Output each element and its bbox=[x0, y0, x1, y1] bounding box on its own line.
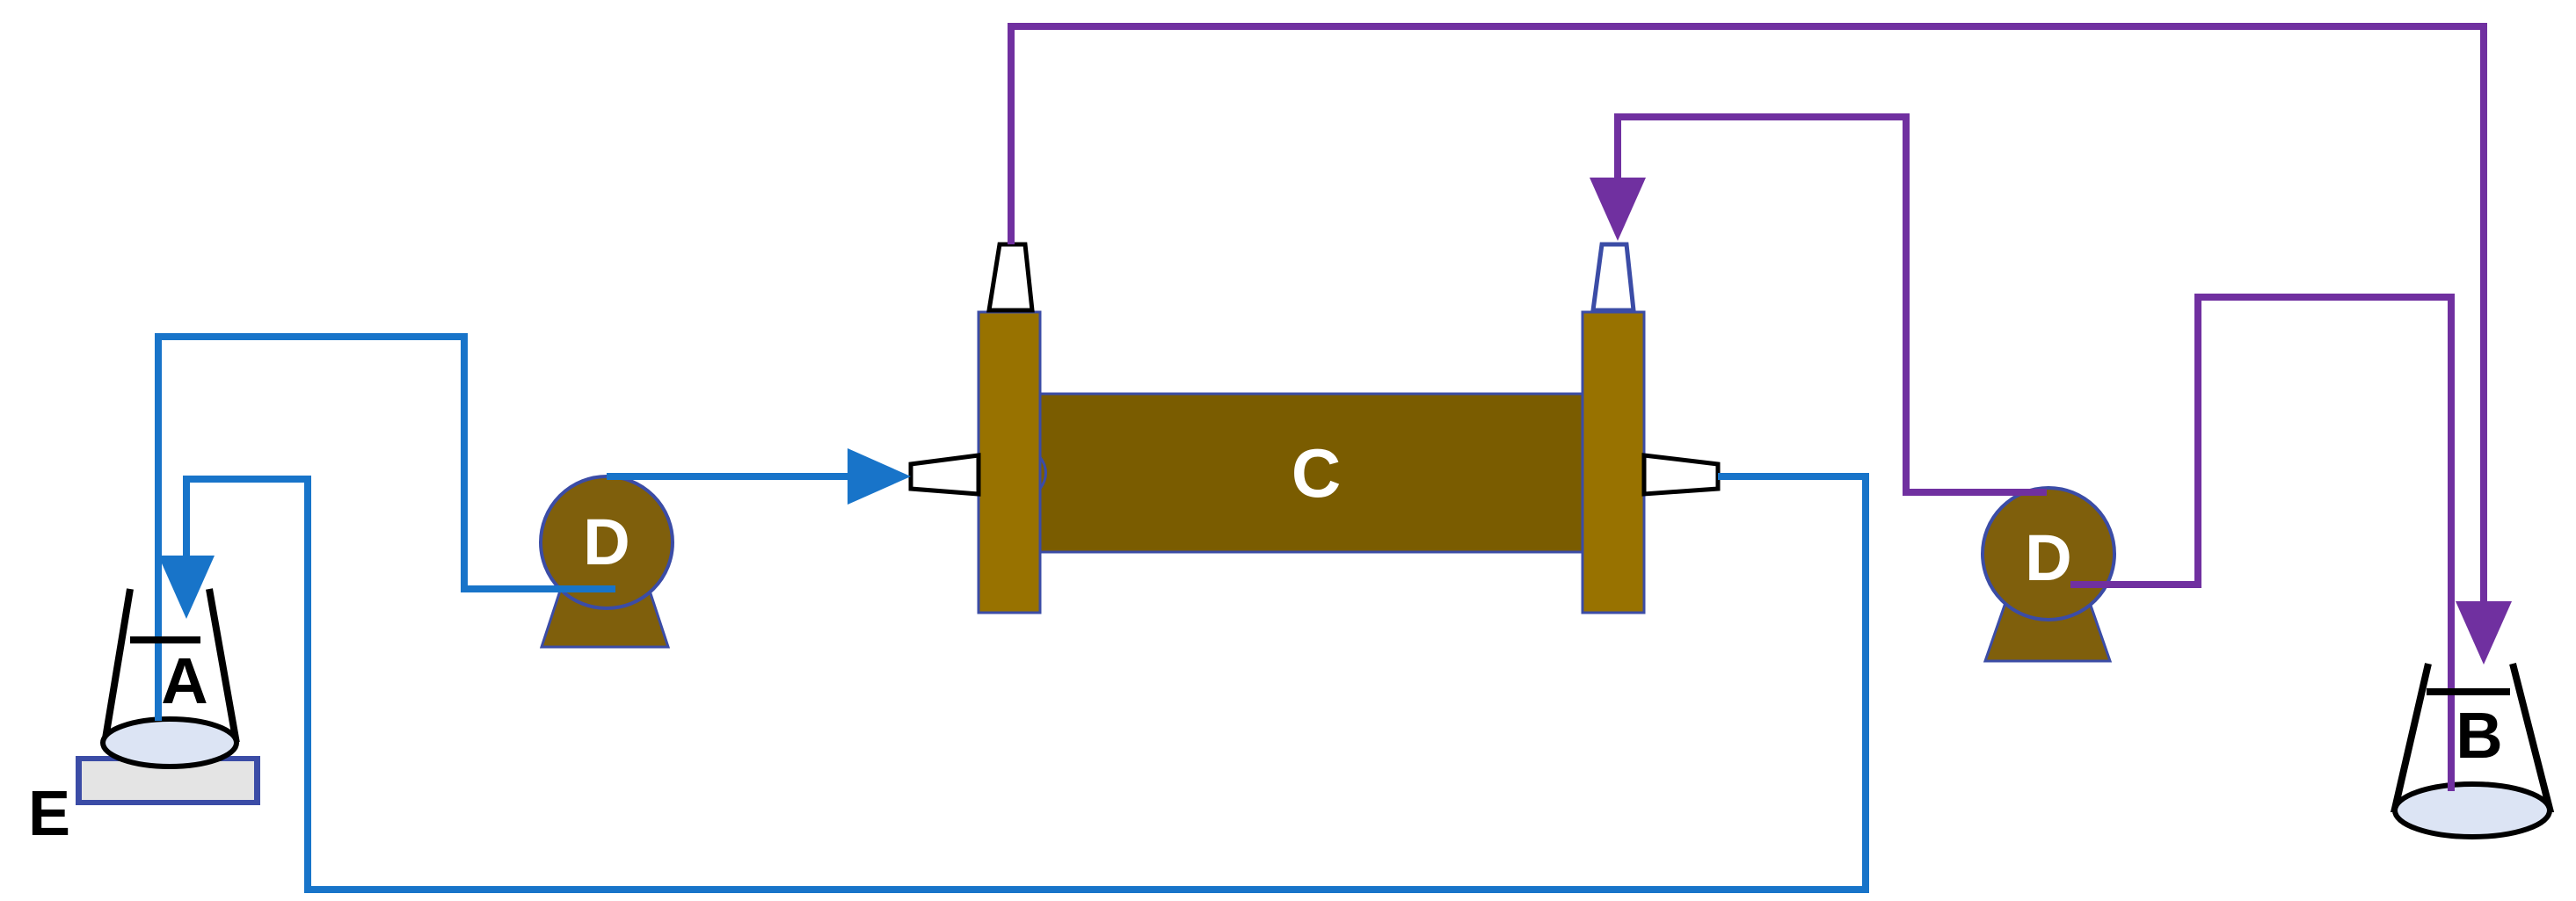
column-label: C bbox=[1292, 434, 1341, 512]
pump-right-label: D bbox=[2025, 521, 2071, 594]
purple-piping bbox=[1008, 23, 2512, 791]
return-line bbox=[158, 473, 1869, 893]
stirrer-label: E bbox=[28, 779, 70, 849]
feed-line bbox=[155, 333, 615, 721]
blue-piping bbox=[155, 333, 1869, 893]
flask-b bbox=[2390, 663, 2555, 839]
permeate-line bbox=[1008, 23, 2512, 665]
sweep-to-column-line bbox=[1590, 113, 2047, 496]
flask-a-label: A bbox=[161, 644, 207, 717]
pump-left-label: D bbox=[583, 505, 629, 578]
flask-a bbox=[100, 588, 240, 769]
flask-b-label: B bbox=[2456, 699, 2502, 772]
sweep-feed-line bbox=[2070, 294, 2455, 791]
column-fittings bbox=[908, 242, 1721, 497]
